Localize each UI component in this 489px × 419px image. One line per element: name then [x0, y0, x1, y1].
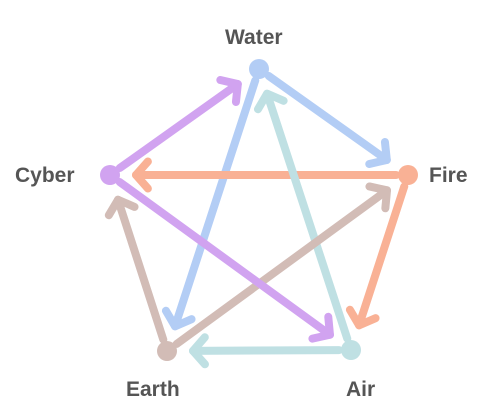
- edge-fire-to-air: [345, 182, 409, 330]
- edge-air-to-water: [253, 89, 352, 343]
- edge-earth-to-cyber: [104, 195, 168, 344]
- node-cyber: [100, 165, 120, 185]
- edge-line: [115, 80, 242, 173]
- node-water: [249, 59, 269, 79]
- edge-line: [115, 178, 334, 339]
- arrowhead: [188, 333, 209, 369]
- node-label-fire: Fire: [429, 164, 468, 187]
- arrowhead: [216, 75, 242, 106]
- arrowhead: [308, 312, 334, 343]
- node-earth: [157, 341, 177, 361]
- edge-line: [172, 186, 392, 348]
- arrowhead: [161, 306, 196, 331]
- nodes-layer: [100, 59, 418, 361]
- edge-water-to-earth: [161, 76, 260, 331]
- node-label-water: Water: [225, 26, 283, 49]
- arrowhead: [132, 157, 152, 193]
- edge-earth-to-fire: [172, 182, 392, 348]
- arrowhead: [365, 182, 392, 213]
- edges-layer: [104, 71, 409, 369]
- edge-line: [188, 346, 344, 355]
- edge-cyber-to-air: [115, 178, 334, 343]
- arrowhead: [345, 305, 380, 330]
- node-fire: [398, 165, 418, 185]
- arrowhead: [365, 138, 391, 169]
- edge-line: [114, 195, 168, 344]
- edge-air-to-earth: [188, 333, 344, 369]
- edge-cyber-to-water: [115, 75, 242, 173]
- node-label-earth: Earth: [126, 378, 180, 401]
- node-label-cyber: Cyber: [15, 164, 75, 187]
- node-air: [341, 340, 361, 360]
- edge-water-to-fire: [264, 71, 391, 169]
- edge-line: [355, 182, 409, 330]
- edge-fire-to-cyber: [132, 157, 400, 193]
- edge-line: [171, 76, 260, 331]
- arrowhead: [253, 89, 288, 114]
- edge-line: [263, 89, 352, 343]
- arrowhead: [104, 195, 139, 220]
- edge-line: [264, 71, 391, 164]
- node-label-air: Air: [346, 378, 376, 401]
